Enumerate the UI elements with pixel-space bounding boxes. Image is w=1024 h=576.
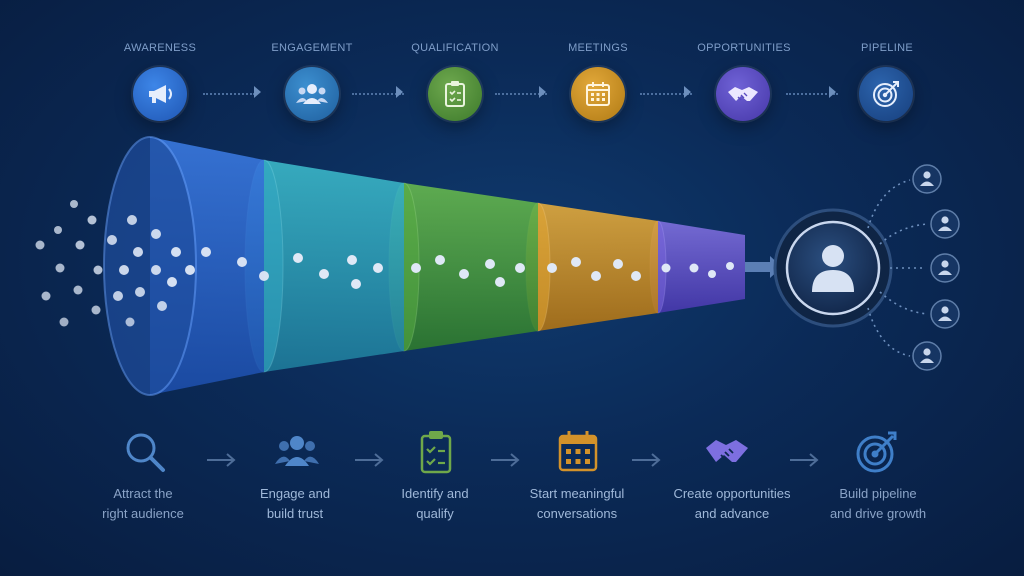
caption-line: Engage and xyxy=(259,486,331,501)
caption-line: build trust xyxy=(266,506,324,521)
target-icon xyxy=(856,431,897,473)
connector-arrow xyxy=(786,93,838,97)
target-icon xyxy=(859,67,913,121)
output-user-node xyxy=(930,299,960,329)
clipboard-icon xyxy=(420,431,452,474)
arrow-head-icon xyxy=(539,86,546,98)
caption-opportunities: Create opportunities and advance xyxy=(657,484,807,524)
caption-line: Create opportunities xyxy=(673,486,791,501)
output-user-node xyxy=(912,164,942,194)
hub-connectors xyxy=(867,179,929,357)
funnel-output-arrow xyxy=(745,256,782,278)
arrow-head-icon xyxy=(684,86,691,98)
user-icon xyxy=(812,245,854,292)
caption-line: and drive growth xyxy=(829,506,927,521)
arrow-head-icon xyxy=(254,86,261,98)
step-arrow-icon xyxy=(790,453,819,467)
caption-engagement: Engage and build trust xyxy=(220,484,370,524)
magnifier-icon xyxy=(126,433,165,472)
caption-line: and advance xyxy=(694,506,770,521)
arrow-head-icon xyxy=(396,86,403,98)
output-user-node xyxy=(912,341,942,371)
caption-qualification: Identify and qualify xyxy=(360,484,510,524)
lead-particles xyxy=(35,200,734,327)
people-icon xyxy=(285,67,339,121)
output-user-nodes xyxy=(912,164,960,371)
caption-line: conversations xyxy=(536,506,618,521)
caption-line: Identify and xyxy=(401,486,469,501)
caption-meetings: Start meaningful conversations xyxy=(502,484,652,524)
step-arrow-icon xyxy=(632,453,661,467)
step-arrow-icon xyxy=(355,453,384,467)
step-arrow-icon xyxy=(491,453,520,467)
caption-awareness: Attract the right audience xyxy=(68,484,218,524)
stage-label-engagement: ENGAGEMENT xyxy=(271,42,353,54)
funnel-segment-qualification xyxy=(404,183,538,351)
step-arrow-icon xyxy=(207,453,236,467)
funnel-segment-opportunities xyxy=(658,221,745,313)
megaphone-icon xyxy=(133,67,187,121)
funnel-rim-awareness xyxy=(103,136,197,396)
connector-arrow xyxy=(495,93,547,97)
calendar-icon xyxy=(558,431,598,472)
stage-label-awareness: AWARENESS xyxy=(123,42,197,54)
output-user-node xyxy=(930,209,960,239)
connector-arrow xyxy=(640,93,692,97)
clipboard-icon xyxy=(428,67,482,121)
pipeline-hub xyxy=(785,220,881,316)
caption-line: Build pipeline xyxy=(839,486,917,501)
connector-arrow xyxy=(203,93,255,97)
caption-line: qualify xyxy=(416,506,454,521)
stage-label-opportunities: OPPORTUNITIES xyxy=(697,42,791,54)
funnel-segment-engagement xyxy=(264,160,404,372)
stage-label-qualification: QUALIFICATION xyxy=(411,42,499,54)
caption-pipeline: Build pipeline and drive growth xyxy=(803,484,953,524)
output-user-node xyxy=(930,253,960,283)
handshake-icon xyxy=(716,67,770,121)
funnel-segment-meetings xyxy=(538,203,658,331)
people-icon xyxy=(275,436,319,466)
calendar-icon xyxy=(571,67,625,121)
stage-label-meetings: MEETINGS xyxy=(568,42,628,54)
caption-line: Attract the xyxy=(113,486,173,501)
stage-label-pipeline: PIPELINE xyxy=(861,42,913,54)
connector-arrow xyxy=(352,93,404,97)
handshake-icon xyxy=(706,440,748,462)
caption-line: right audience xyxy=(102,506,184,521)
arrow-head-icon xyxy=(829,86,836,98)
caption-line: Start meaningful xyxy=(529,486,625,501)
